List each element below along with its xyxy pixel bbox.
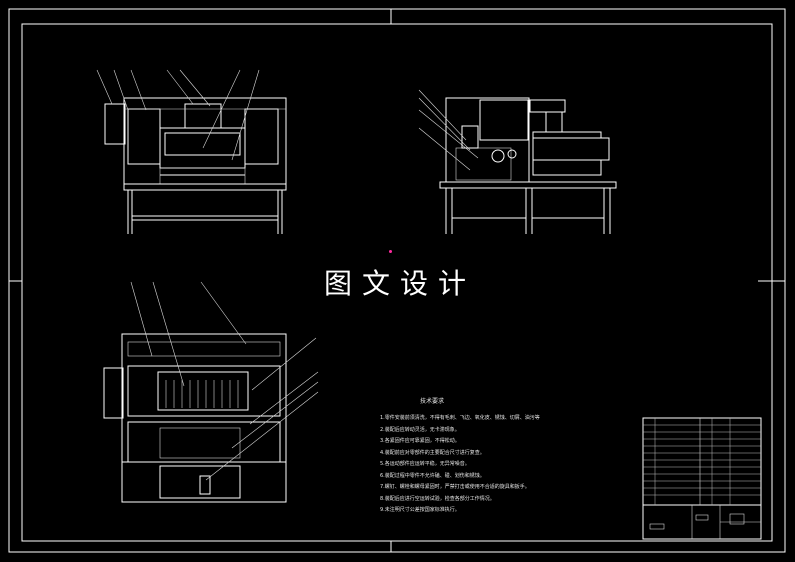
note-8: 8.装配后应进行空运转试验，检查各部分工作情况。	[380, 495, 495, 502]
notes-title: 技术要求	[420, 398, 445, 405]
note-1: 1.零件安装前须清洗，不得有毛刺、飞边、氧化皮、锈蚀、切屑、油污等	[380, 415, 540, 421]
title-block	[642, 417, 762, 540]
note-9: 9.未注明尺寸公差按国家标准执行。	[380, 507, 460, 513]
note-2: 2.装配后应转动灵活，无卡滞现象。	[380, 426, 460, 433]
note-7: 7.螺钉、螺栓和螺母紧固时，严禁打击或使用不合适的旋具和扳手。	[380, 484, 530, 490]
comb-slots	[165, 380, 239, 408]
inner-frame	[21, 23, 773, 542]
technical-notes: 1.零件安装前须清洗，不得有毛刺、飞边、氧化皮、锈蚀、切屑、油污等 2.装配后应…	[380, 395, 635, 517]
drawing-title: 图文设计	[323, 267, 476, 300]
note-3: 3.各紧固件应可靠紧固，不得松动。	[380, 438, 460, 444]
origin-marker	[389, 250, 392, 253]
top-view	[103, 281, 319, 503]
front-view	[96, 69, 287, 234]
side-view	[418, 89, 617, 234]
note-6: 6.装配过程中零件不允许磕、碰、划伤和锈蚀。	[380, 472, 485, 479]
note-5: 5.各运动部件应运转平稳，无异常噪音。	[380, 461, 470, 467]
note-4: 4.装配前应对零部件的主要配合尺寸进行复查。	[380, 449, 485, 456]
